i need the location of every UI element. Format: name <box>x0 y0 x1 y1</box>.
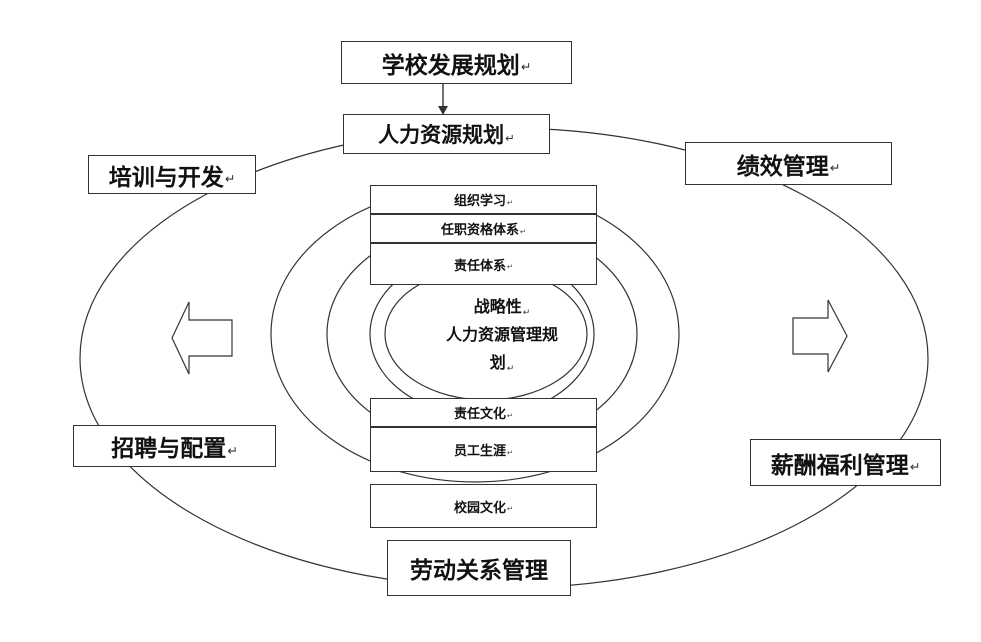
org-learning-label: 组织学习 <box>454 194 507 209</box>
paragraph-mark-icon: ↵ <box>522 308 531 319</box>
paragraph-mark-icon: ↵ <box>909 459 921 475</box>
employee-career-box: 员工生涯↵ <box>370 427 597 472</box>
school-development-planning-box: 学校发展规划↵ <box>341 41 572 84</box>
labor-relations-box: 劳动关系管理 <box>387 540 571 596</box>
center-line-2: 人力资源管理规 <box>445 325 558 344</box>
right-block-arrow-icon <box>792 299 848 373</box>
qualification-system-label: 任职资格体系 <box>441 223 520 238</box>
training-development-box: 培训与开发↵ <box>88 155 256 194</box>
paragraph-mark-icon: ↵ <box>506 364 515 375</box>
responsibility-culture-label: 责任文化 <box>454 407 507 422</box>
hr-planning-box: 人力资源规划↵ <box>343 114 550 154</box>
paragraph-mark-icon: ↵ <box>829 160 841 176</box>
school-development-planning-label: 学校发展规划 <box>381 52 520 79</box>
center-line-3: 划↵ <box>489 353 515 375</box>
down-arrow-icon <box>438 106 448 115</box>
campus-culture-label: 校园文化 <box>454 500 507 516</box>
hr-planning-label: 人力资源规划 <box>378 123 505 147</box>
recruitment-allocation-label: 招聘与配置 <box>111 436 227 462</box>
org-learning-box: 组织学习↵ <box>370 185 597 214</box>
paragraph-mark-icon: ↵ <box>507 410 513 420</box>
responsibility-culture-box: 责任文化↵ <box>370 398 597 427</box>
campus-culture-box: 校园文化↵ <box>370 484 597 528</box>
recruitment-allocation-box: 招聘与配置↵ <box>73 425 276 467</box>
center-line-1: 战略性↵ <box>473 297 531 319</box>
paragraph-mark-icon: ↵ <box>507 262 513 271</box>
employee-career-label: 员工生涯 <box>454 444 507 459</box>
qualification-system-box: 任职资格体系↵ <box>370 214 597 243</box>
paragraph-mark-icon: ↵ <box>507 504 513 513</box>
strategic-hr-planning-text: 战略性↵ 人力资源管理规 划↵ <box>418 293 586 377</box>
compensation-benefits-label: 薪酬福利管理 <box>770 452 909 479</box>
paragraph-mark-icon: ↵ <box>520 59 532 75</box>
left-block-arrow-icon <box>171 301 233 375</box>
paragraph-mark-icon: ↵ <box>227 442 238 458</box>
compensation-benefits-box: 薪酬福利管理↵ <box>750 439 941 486</box>
performance-management-box: 绩效管理↵ <box>685 142 892 185</box>
labor-relations-label: 劳动关系管理 <box>410 558 548 584</box>
responsibility-system-label: 责任体系 <box>454 258 507 274</box>
paragraph-mark-icon: ↵ <box>507 447 513 457</box>
responsibility-system-box: 责任体系↵ <box>370 243 597 285</box>
paragraph-mark-icon: ↵ <box>224 171 236 187</box>
performance-management-label: 绩效管理 <box>736 153 829 180</box>
paragraph-mark-icon: ↵ <box>507 197 513 207</box>
training-development-label: 培训与开发 <box>108 164 224 191</box>
paragraph-mark-icon: ↵ <box>520 226 526 236</box>
paragraph-mark-icon: ↵ <box>505 131 515 146</box>
